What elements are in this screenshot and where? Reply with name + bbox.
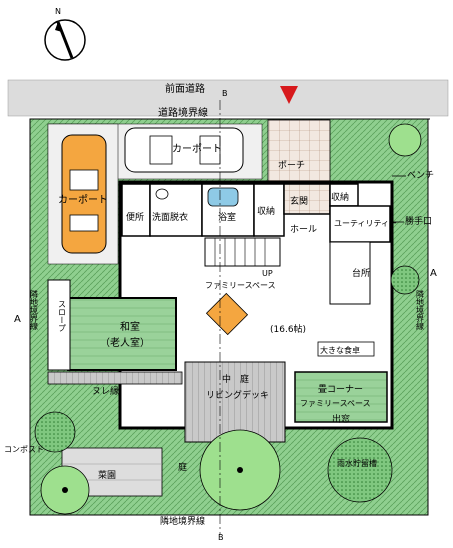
room-utility	[329, 205, 391, 243]
japanese-room-label: 和室	[120, 320, 140, 333]
room-entrance	[283, 183, 331, 215]
compost-label: コンポスト	[4, 445, 44, 454]
storage-1-label: 収納	[257, 205, 275, 217]
front-road	[7, 79, 449, 117]
stair-up-label: UP	[262, 269, 273, 278]
hall-label: ホール	[290, 224, 317, 235]
family-space-label: ファミリースペース	[205, 281, 276, 290]
carport-left-label: カーポート	[58, 194, 108, 206]
bay-window-label: 出窓	[332, 413, 350, 425]
road-boundary-label: 道路境界線	[158, 106, 208, 119]
neighbor-left-label: 隣地境界線	[30, 289, 39, 330]
room-japanese	[67, 297, 177, 371]
kitchen-counter	[329, 241, 371, 305]
compass: N	[44, 7, 86, 61]
neighbor-right-label: 隣地境界線	[416, 289, 425, 330]
room-storage-1	[253, 183, 285, 237]
entry-arrow	[280, 86, 298, 104]
porch-area	[267, 119, 331, 183]
slope	[47, 279, 71, 371]
courtyard-label: 中 庭	[222, 373, 249, 385]
slope-label: スロープ	[58, 300, 67, 332]
vegetable-garden-label: 菜園	[98, 469, 116, 481]
toilet-label: 便所	[126, 211, 144, 223]
washroom-label: 洗面脱衣	[152, 211, 188, 223]
tatami-corner-sub-label: ファミリースペース	[300, 399, 371, 408]
veranda	[47, 371, 183, 385]
garden-label: 庭	[178, 461, 187, 473]
storage-2-label: 収納	[331, 191, 349, 203]
tatami-corner	[294, 371, 388, 423]
entrance-label: 玄関	[290, 195, 308, 207]
car-left	[61, 134, 107, 254]
neighbor-bottom-label: 隣地境界線	[160, 515, 205, 527]
road-name: 前面道路	[165, 82, 205, 95]
section-a-right: A	[430, 268, 437, 279]
utility-label: ユーティリティー	[334, 219, 397, 228]
family-table	[205, 292, 249, 336]
car-right	[124, 127, 244, 173]
family-area-label: (16.6帖)	[270, 323, 306, 335]
rain-tank-label: 雨水貯留槽	[337, 458, 377, 468]
japanese-room-sub-label: （老人室）	[100, 336, 150, 349]
tatami-corner-label: 畳コーナー	[318, 384, 363, 395]
living-deck	[184, 361, 286, 443]
back-door-label: 勝手口	[405, 215, 432, 227]
staircase	[204, 237, 281, 267]
section-b-bottom: B	[218, 533, 224, 542]
porch-label: ポーチ	[278, 160, 305, 171]
bath-label: 浴室	[218, 211, 236, 223]
living-deck-label: リビングデッキ	[206, 389, 269, 401]
big-table-label: 大きな食卓	[320, 345, 360, 355]
room-toilet	[121, 183, 151, 237]
section-b-top: B	[222, 89, 228, 98]
bench-label: ベンチ	[407, 170, 434, 181]
carport-right-label: カーポート	[172, 143, 222, 155]
veranda-label: ヌレ縁	[92, 385, 119, 397]
kitchen-label: 台所	[352, 267, 370, 279]
compass-north-label: N	[55, 7, 61, 16]
big-table	[317, 341, 375, 357]
section-a-left: A	[14, 314, 21, 325]
